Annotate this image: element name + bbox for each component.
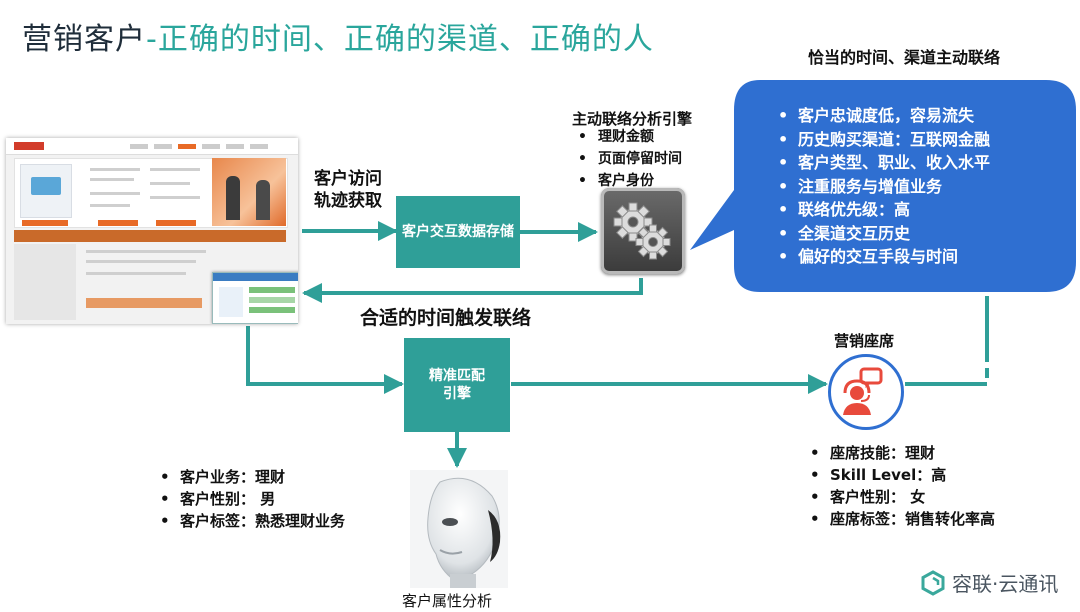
list-item: Skill Level：高 bbox=[808, 464, 995, 486]
list-item: 客户业务：理财 bbox=[158, 466, 345, 488]
callout-item-list: 客户忠诚度低，容易流失 历史购买渠道：互联网金融 客户类型、职业、收入水平 注重… bbox=[776, 104, 990, 269]
trigger-contact-label: 合适的时间触发联络 bbox=[360, 307, 532, 329]
precise-match-engine-box: 精准匹配 引擎 bbox=[404, 338, 510, 432]
hexagon-logo-icon bbox=[921, 569, 945, 596]
gear-icon bbox=[601, 188, 685, 274]
brand-logo: 容联·云通讯 bbox=[920, 568, 1058, 597]
list-item: 理财金额 bbox=[576, 126, 682, 148]
mini-dashboard-overlay bbox=[212, 272, 298, 324]
list-item: 客户性别： 女 bbox=[808, 486, 995, 508]
callout-title: 恰当的时间、渠道主动联络 bbox=[808, 48, 1001, 67]
list-item: 座席标签：销售转化率高 bbox=[808, 508, 995, 530]
business-people-photo bbox=[212, 158, 286, 226]
list-item: 客户忠诚度低，容易流失 bbox=[776, 104, 990, 128]
title-sub: -正确的时间、正确的渠道、正确的人 bbox=[146, 22, 654, 57]
title-main: 营销客户 bbox=[22, 22, 146, 57]
visit-trace-label: 客户访问 轨迹获取 bbox=[314, 169, 382, 211]
page-title: 营销客户-正确的时间、正确的渠道、正确的人 bbox=[22, 14, 654, 58]
list-item: 偏好的交互手段与时间 bbox=[776, 245, 990, 269]
robot-head-icon bbox=[410, 470, 508, 588]
agent-headset-icon bbox=[828, 354, 904, 430]
customer-attr-caption: 客户属性分析 bbox=[402, 592, 493, 610]
agent-attribute-list: 座席技能：理财 Skill Level：高 客户性别： 女 座席标签：销售转化率… bbox=[808, 442, 995, 530]
list-item: 页面停留时间 bbox=[576, 148, 682, 170]
arrow-to-match bbox=[246, 326, 404, 394]
list-item: 客户身份 bbox=[576, 170, 682, 192]
bank-card-image bbox=[20, 164, 72, 218]
list-item: 全渠道交互历史 bbox=[776, 222, 990, 246]
arrow-trigger-back bbox=[302, 278, 643, 303]
interaction-data-storage-box: 客户交互数据存储 bbox=[396, 196, 520, 268]
website-screenshot bbox=[6, 138, 298, 324]
screenshot-topbar bbox=[6, 138, 298, 155]
list-item: 客户性别： 男 bbox=[158, 488, 345, 510]
list-item: 客户标签：熟悉理财业务 bbox=[158, 510, 345, 532]
agent-title: 营销座席 bbox=[834, 332, 895, 350]
list-item: 座席技能：理财 bbox=[808, 442, 995, 464]
list-item: 注重服务与增值业务 bbox=[776, 175, 990, 199]
screenshot-logo bbox=[14, 142, 44, 150]
brand-name: 容联·云通讯 bbox=[952, 572, 1059, 596]
list-item: 客户类型、职业、收入水平 bbox=[776, 151, 990, 175]
engine-factor-list: 理财金额 页面停留时间 客户身份 bbox=[576, 126, 682, 192]
list-item: 历史购买渠道：互联网金融 bbox=[776, 128, 990, 152]
engine-title: 主动联络分析引擎 bbox=[572, 110, 693, 128]
list-item: 联络优先级：高 bbox=[776, 198, 990, 222]
customer-attribute-list: 客户业务：理财 客户性别： 男 客户标签：熟悉理财业务 bbox=[158, 466, 345, 532]
